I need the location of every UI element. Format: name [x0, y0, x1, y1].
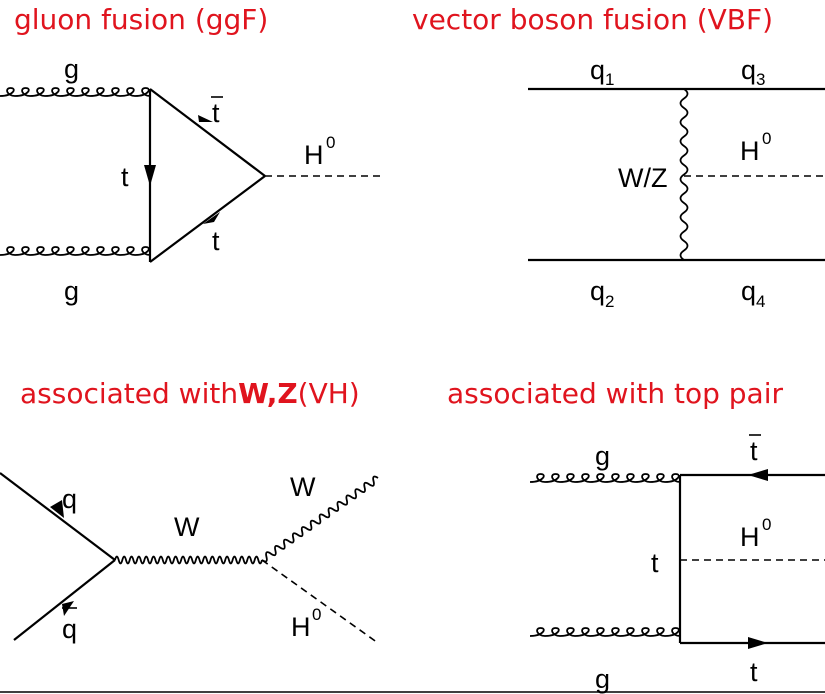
vh-label-w-prop: W: [174, 512, 200, 542]
tth-diagram: g g t t t H 0: [529, 434, 825, 694]
vh-w-out: [261, 475, 379, 563]
vbf-label-q4-sub: 4: [756, 292, 765, 311]
vbf-label-higgs: H: [740, 136, 760, 166]
vbf-boson-line: [679, 88, 689, 261]
vh-diagram: q q W W H 0: [0, 472, 379, 644]
ggf-gluon-bottom: [0, 246, 151, 256]
vbf-label-q2: q: [590, 276, 605, 306]
vh-label-w-out: W: [290, 472, 316, 502]
tth-label-t-bottom: t: [750, 657, 758, 687]
tth-gluon-top: [529, 473, 681, 483]
vbf-label-q1-sub: 1: [605, 70, 614, 89]
ggf-arrow-lower: [203, 212, 220, 224]
ggf-diagram: g g t t t H 0: [0, 54, 382, 306]
title-tth: associated with top pair: [447, 377, 783, 410]
tth-gluon-bottom: [529, 627, 681, 637]
title-vh-bold: W,Z: [238, 377, 298, 410]
vh-label-q: q: [62, 484, 77, 514]
ggf-label-t-left: t: [121, 162, 129, 192]
tth-label-higgs-sup: 0: [762, 515, 771, 534]
vh-label-higgs-sup: 0: [312, 605, 321, 624]
vbf-label-q3-sub: 3: [756, 70, 765, 89]
vh-label-qbar: q: [62, 614, 77, 644]
tth-label-t-mid: t: [651, 548, 659, 578]
tth-arrow-lower: [748, 637, 768, 649]
ggf-arrow-upper: [198, 115, 213, 122]
vbf-label-q1: q: [590, 55, 605, 85]
ggf-label-tbar: t: [212, 98, 220, 128]
vbf-label-higgs-sup: 0: [762, 129, 771, 148]
title-vh: associated withW,Z(VH): [20, 380, 360, 408]
title-ggf: gluon fusion (ggF): [14, 3, 269, 36]
vh-w-propagator: [114, 555, 263, 565]
tth-label-g-top: g: [595, 441, 610, 471]
ggf-top-line-upper: [149, 88, 266, 177]
vbf-label-boson: W/Z: [618, 163, 667, 193]
ggf-top-line-lower: [149, 175, 266, 263]
title-vh-prefix: associated with: [20, 377, 239, 410]
tth-label-tbar: t: [750, 436, 758, 466]
ggf-label-higgs: H: [304, 140, 324, 170]
ggf-arrow-left: [144, 165, 156, 186]
ggf-gluon-top: [0, 87, 151, 97]
vh-quark-in: [0, 472, 116, 561]
tth-label-higgs: H: [740, 522, 760, 552]
vbf-label-q4: q: [741, 276, 756, 306]
vh-label-higgs: H: [291, 612, 311, 642]
tth-arrow-upper: [748, 469, 768, 481]
ggf-label-g-bottom: g: [64, 276, 79, 306]
title-vbf: vector boson fusion (VBF): [412, 3, 774, 36]
vbf-label-q2-sub: 2: [605, 292, 614, 311]
ggf-label-higgs-sup: 0: [326, 133, 335, 152]
vh-higgs-line: [261, 559, 379, 644]
ggf-label-t-right: t: [212, 226, 220, 256]
title-vh-suffix: (VH): [297, 377, 360, 410]
tth-label-g-bottom: g: [595, 664, 610, 694]
vbf-diagram: q 1 q 3 q 2 q 4 W/Z H 0: [528, 55, 825, 311]
ggf-label-g-top: g: [64, 54, 79, 84]
vh-antiquark-in: [13, 559, 116, 641]
vbf-label-q3: q: [741, 55, 756, 85]
vh-arrow-quark: [50, 500, 64, 518]
